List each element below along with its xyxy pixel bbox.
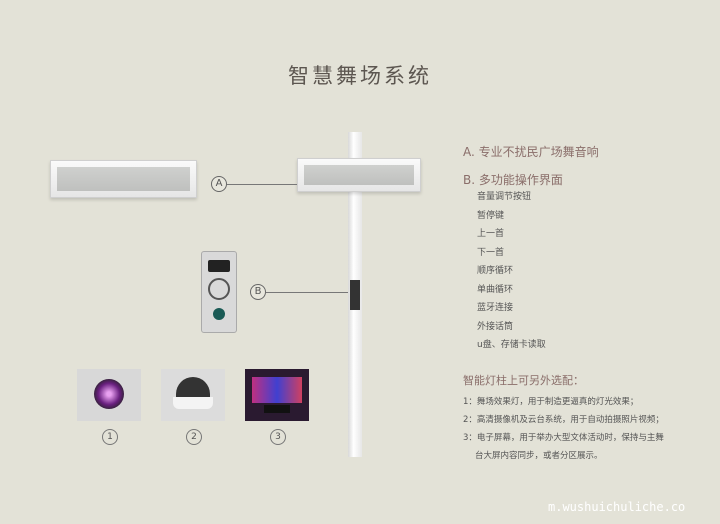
feature-item: 顺序循环 [477,266,514,276]
callout-a-line [227,184,297,185]
feature-item: 音量调节按钮 [477,192,532,202]
callout-b: B [250,284,266,300]
camera-thumbnail [161,369,225,421]
option-item: 3：电子屏幕，用于举办大型文体活动时，保持与主舞 [463,433,664,443]
page-title: 智慧舞场系统 [288,64,432,88]
control-panel-image [201,251,237,333]
callout-b-line [266,292,348,293]
thumb-number-2: 2 [186,429,202,445]
callout-a: A [211,176,227,192]
thumb-number-3: 3 [270,429,286,445]
pole-speaker-image [297,158,421,192]
effect-light-thumbnail [77,369,141,421]
option-item: 2：高清摄像机及云台系统，用于自动拍摄照片视频； [463,415,664,425]
watermark: m.wushuichuliche.co [548,500,686,514]
options-list: 1：舞场效果灯，用于制造更逼真的灯光效果； 2：高清摄像机及云台系统，用于自动拍… [463,395,664,467]
speaker-image [50,160,197,198]
feature-item: 上一首 [477,229,505,239]
thumb-number-1: 1 [102,429,118,445]
feature-item: u盘、存储卡读取 [477,340,546,350]
feature-item: 蓝牙连接 [477,303,514,313]
feature-b-heading: B. 多功能操作界面 [463,173,563,187]
options-heading: 智能灯柱上可另外选配： [463,374,584,387]
feature-a-heading: A. 专业不扰民广场舞音响 [463,145,599,159]
feature-item: 单曲循环 [477,284,514,295]
feature-item: 暂停键 [477,210,505,221]
led-screen-thumbnail [245,369,309,421]
feature-item: 下一首 [477,247,505,258]
feature-b-list: 音量调节按钮 暂停键 上一首 下一首 顺序循环 单曲循环 蓝牙连接 外接话筒 u… [477,189,546,356]
option-item: 1：舞场效果灯，用于制造更逼真的灯光效果； [463,397,639,407]
pole-control-panel [350,280,360,310]
option-item: 台大屏内容同步，或者分区展示。 [475,451,603,461]
feature-item: 外接话筒 [477,321,514,332]
